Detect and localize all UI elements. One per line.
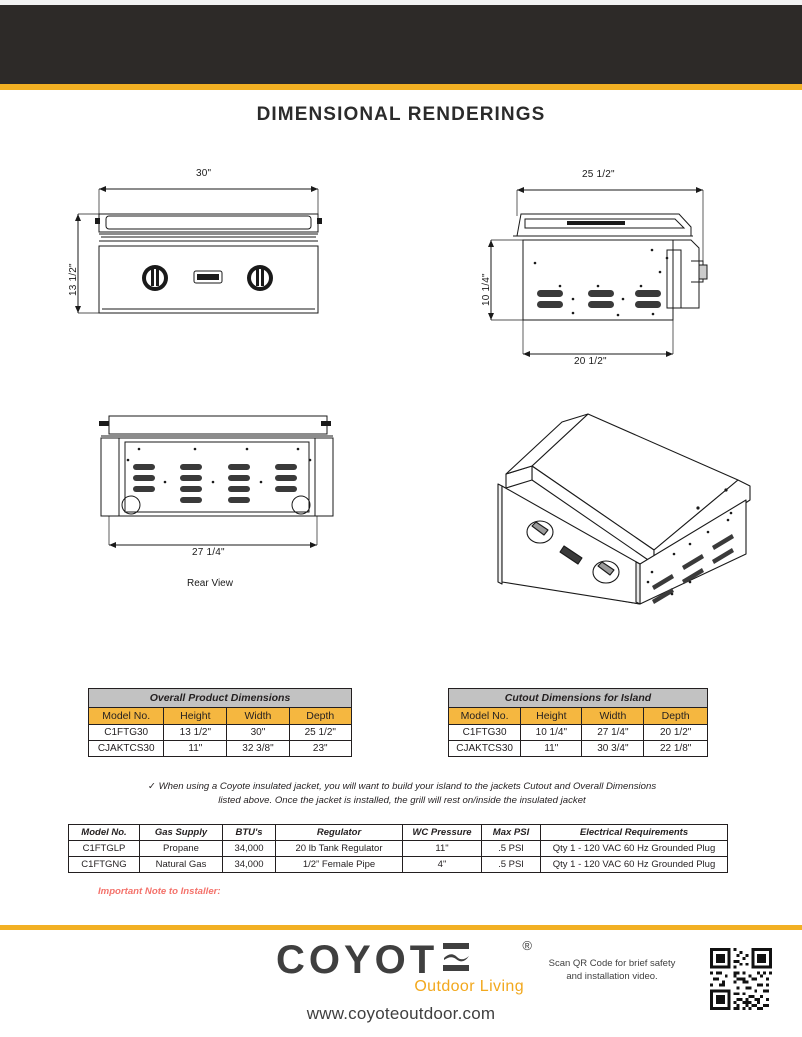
rear-view-drawing: 27 1/4" Rear View xyxy=(95,412,365,597)
column-header-electrical: Electrical Requirements xyxy=(540,824,728,841)
cutout-table-title: Cutout Dimensions for Island xyxy=(448,688,708,708)
side-view-drawing: 25 1/2" 10 1/4" 20 1/2" xyxy=(455,168,775,368)
rear-view-caption: Rear View xyxy=(187,578,233,589)
column-header-height: Height xyxy=(163,707,228,725)
rear-view-svg xyxy=(99,415,334,548)
cell-width: 27 1/4" xyxy=(581,724,645,741)
cell-model: CJAKTCS30 xyxy=(87,740,165,757)
cell-width: 30" xyxy=(226,724,290,741)
cell-gas-supply: Propane xyxy=(139,840,223,857)
gas-specifications-table: Model No. Gas Supply BTU's Regulator WC … xyxy=(68,824,728,873)
header-bar xyxy=(0,5,802,84)
cell-max-psi: .5 PSI xyxy=(481,856,541,873)
cell-btus: 34,000 xyxy=(222,840,276,857)
footer-accent-rule xyxy=(0,925,802,930)
front-view-drawing: 30" 13 1/2" xyxy=(60,168,360,328)
top-hairline xyxy=(0,0,802,5)
table-row: C1FTGLP Propane 34,000 20 lb Tank Regula… xyxy=(68,840,728,857)
column-header-model: Model No. xyxy=(447,707,522,725)
column-header-btus: BTU's xyxy=(222,824,276,841)
brand-logo: COYOT ® Outdoor Living xyxy=(276,938,532,996)
cell-depth: 25 1/2" xyxy=(288,724,353,741)
cell-gas-supply: Natural Gas xyxy=(139,856,223,873)
cell-width: 30 3/4" xyxy=(581,740,645,757)
website-url[interactable]: www.coyoteoutdoor.com xyxy=(306,1004,496,1023)
installer-note: Important Note to Installer: xyxy=(98,886,221,897)
column-header-gas-supply: Gas Supply xyxy=(139,824,223,841)
side-height-dimension: 10 1/4" xyxy=(481,273,492,306)
front-height-dimension: 13 1/2" xyxy=(68,263,79,296)
cell-electrical: Qty 1 - 120 VAC 60 Hz Grounded Plug xyxy=(540,856,728,873)
cutout-dimensions-table: Cutout Dimensions for Island Model No. H… xyxy=(447,688,708,757)
qr-code[interactable] xyxy=(710,948,772,1010)
cell-btus: 34,000 xyxy=(222,856,276,873)
side-view-svg xyxy=(488,187,708,357)
column-header-width: Width xyxy=(226,707,290,725)
logo-wordmark-row: COYOT ® xyxy=(276,938,532,982)
coyote-e-icon xyxy=(442,943,469,971)
cell-max-psi: .5 PSI xyxy=(481,840,541,857)
header-accent-rule xyxy=(0,84,802,90)
cell-wc-pressure: 4" xyxy=(402,856,482,873)
cell-height: 10 1/4" xyxy=(520,724,583,741)
front-width-dimension: 30" xyxy=(196,168,212,179)
jacket-note: ✓ When using a Coyote insulated jacket, … xyxy=(62,780,742,808)
rear-width-dimension: 27 1/4" xyxy=(192,547,225,558)
cell-depth: 20 1/2" xyxy=(643,724,708,741)
table-header-row: Model No. Gas Supply BTU's Regulator WC … xyxy=(68,824,728,841)
cell-model: CJAKTCS30 xyxy=(447,740,522,757)
table-title-row: Cutout Dimensions for Island xyxy=(448,688,708,708)
table-row: CJAKTCS30 11" 30 3/4" 22 1/8" xyxy=(447,740,708,757)
table-row: CJAKTCS30 11" 32 3/8" 23" xyxy=(87,740,353,757)
overall-dimensions-table: Overall Product Dimensions Model No. Hei… xyxy=(87,688,353,757)
check-icon: ✓ xyxy=(147,781,156,792)
cell-height: 11" xyxy=(520,740,583,757)
table-row: C1FTGNG Natural Gas 34,000 1/2” Female P… xyxy=(68,856,728,873)
cell-wc-pressure: 11" xyxy=(402,840,482,857)
cell-width: 32 3/8" xyxy=(226,740,290,757)
column-header-depth: Depth xyxy=(288,707,353,725)
page-title: DIMENSIONAL RENDERINGS xyxy=(256,104,546,125)
column-header-max-psi: Max PSI xyxy=(481,824,541,841)
column-header-regulator: Regulator xyxy=(275,824,403,841)
cell-electrical: Qty 1 - 120 VAC 60 Hz Grounded Plug xyxy=(540,840,728,857)
cell-height: 13 1/2" xyxy=(163,724,228,741)
column-header-model: Model No. xyxy=(68,824,140,841)
table-row: C1FTG30 10 1/4" 27 1/4" 20 1/2" xyxy=(447,724,708,741)
front-view-svg xyxy=(75,186,322,314)
column-header-height: Height xyxy=(520,707,583,725)
column-header-wc-pressure: WC Pressure xyxy=(402,824,482,841)
registered-trademark-icon: ® xyxy=(522,938,532,953)
qr-caption: Scan QR Code for brief safety and instal… xyxy=(548,958,676,982)
logo-tagline: Outdoor Living xyxy=(414,978,524,995)
column-header-width: Width xyxy=(581,707,645,725)
table-row: C1FTG30 13 1/2" 30" 25 1/2" xyxy=(87,724,353,741)
side-bottom-dimension: 20 1/2" xyxy=(574,356,607,367)
column-header-model: Model No. xyxy=(87,707,165,725)
cell-regulator: 20 lb Tank Regulator xyxy=(275,840,403,857)
cell-model: C1FTG30 xyxy=(447,724,522,741)
jacket-note-line1: When using a Coyote insulated jacket, yo… xyxy=(158,781,657,792)
qr-code-svg xyxy=(710,948,772,1010)
cell-depth: 22 1/8" xyxy=(643,740,708,757)
table-header-row: Model No. Height Width Depth xyxy=(87,707,353,725)
cell-model: C1FTGLP xyxy=(68,840,140,857)
overall-table-title: Overall Product Dimensions xyxy=(88,688,352,708)
cell-depth: 23" xyxy=(288,740,353,757)
cell-regulator: 1/2” Female Pipe xyxy=(275,856,403,873)
side-top-dimension: 25 1/2" xyxy=(582,169,615,180)
cell-model: C1FTG30 xyxy=(87,724,165,741)
isometric-view-svg xyxy=(497,413,751,605)
column-header-depth: Depth xyxy=(643,707,708,725)
jacket-note-line2: listed above. Once the jacket is install… xyxy=(218,794,586,806)
table-header-row: Model No. Height Width Depth xyxy=(447,707,708,725)
logo-wordmark: COYOT xyxy=(276,938,439,982)
isometric-view-drawing xyxy=(440,404,770,634)
cell-height: 11" xyxy=(163,740,228,757)
table-title-row: Overall Product Dimensions xyxy=(88,688,352,708)
cell-model: C1FTGNG xyxy=(68,856,140,873)
